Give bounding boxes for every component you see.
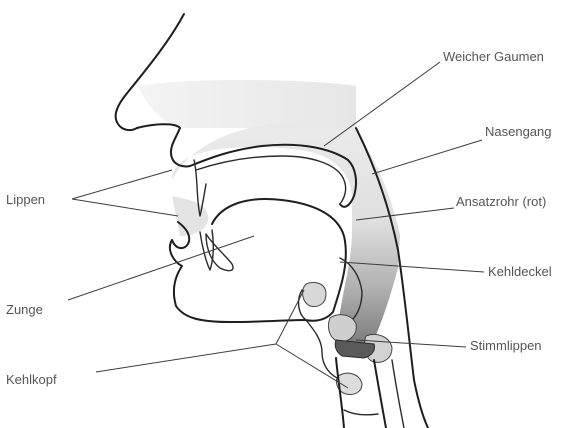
larynx-cartilage-1 [303,282,326,306]
palate-inner-line [196,156,346,204]
leader-lippen-lower [72,199,178,216]
trachea-ring [344,410,378,415]
jaw-outline [170,240,305,322]
leader-kehlkopf-up [276,290,304,344]
label-zunge: Zunge [6,302,43,317]
tongue-tip [206,234,233,271]
label-ansatzrohr: Ansatzrohr (rot) [456,194,546,209]
tongue-outline [212,199,346,321]
nasal-cavity-shading [138,80,356,128]
trachea-back-wall [374,360,386,428]
label-lippen: Lippen [6,192,45,207]
leader-zunge [68,236,254,300]
label-weicher-gaumen: Weicher Gaumen [443,49,544,64]
label-stimmlippen: Stimmlippen [470,338,542,353]
label-kehldeckel: Kehldeckel [488,264,552,279]
esophagus-wall [392,360,404,428]
vocal-tract-shading [172,121,400,344]
label-kehlkopf: Kehlkopf [6,372,57,387]
label-nasengang: Nasengang [485,124,552,139]
leader-kehlkopf-main [96,344,276,372]
leader-nasengang [372,140,482,174]
leader-lippen-upper [72,170,172,199]
